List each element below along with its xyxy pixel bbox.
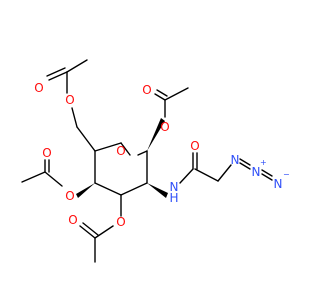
azide-n1: N: [231, 153, 240, 167]
c4-ester-oxygen: O: [65, 189, 74, 203]
c1-ester-oxygen: O: [160, 120, 169, 134]
amide-carbonyl-oxygen: O: [190, 139, 199, 153]
azide-n3-charge: −: [283, 170, 290, 179]
c1-carbonyl-oxygen: O: [142, 83, 151, 97]
azide-n2-charge: +: [260, 158, 267, 167]
acetate-c3: [79, 194, 122, 263]
amide-hydrogen: H: [169, 191, 178, 205]
ring-oxygen: O: [116, 144, 125, 158]
c3-ester-oxygen: O: [116, 215, 125, 229]
c6-ester-oxygen: O: [65, 93, 74, 107]
azidoacetamide: [147, 152, 273, 198]
amide-nitrogen: N: [170, 180, 179, 194]
structure-svg: O O O O O O O O O N H O N N + N −: [21, 59, 290, 263]
c3-carbonyl-oxygen: O: [68, 213, 77, 227]
molecule-drawing: O O O O O O O O O N H O N N + N −: [21, 59, 290, 263]
c6-carbonyl-oxygen: O: [34, 81, 43, 95]
acetate-c1: [147, 87, 189, 151]
acetate-c6: [46, 59, 96, 152]
azide-n2: N: [252, 165, 261, 179]
pyranose-ring: [94, 142, 148, 196]
acetate-c4: [21, 159, 95, 198]
azide-n3: N: [274, 177, 283, 191]
c4-carbonyl-oxygen: O: [42, 146, 51, 160]
